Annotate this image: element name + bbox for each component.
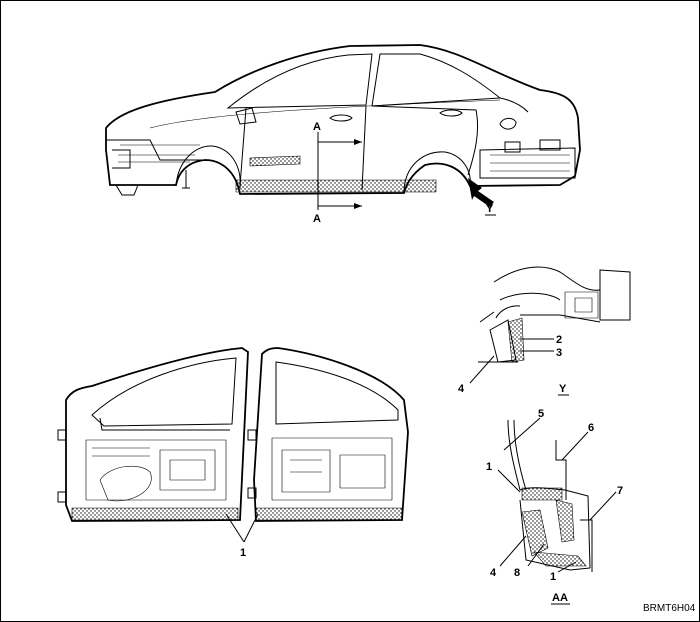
part-label-4-view-y: 4 xyxy=(458,383,465,395)
view-y-caption: Y xyxy=(559,383,567,395)
part-label-2: 2 xyxy=(556,334,562,346)
part-label-7: 7 xyxy=(617,485,623,497)
front-door xyxy=(57,347,249,522)
car-side-view xyxy=(105,44,581,210)
part-label-4-aa: 4 xyxy=(490,567,497,579)
view-y-arrow-label: Y xyxy=(486,203,494,215)
section-label-a-bottom: A xyxy=(313,213,321,225)
part-label-8: 8 xyxy=(514,567,520,579)
rear-door xyxy=(247,347,409,522)
part-label-1-aa-upper: 1 xyxy=(486,461,492,473)
part-label-1-aa-lower: 1 xyxy=(550,571,556,583)
view-y-detail xyxy=(469,266,631,384)
part-label-5: 5 xyxy=(538,408,544,420)
part-label-3: 3 xyxy=(556,347,562,359)
section-label-a-top: A xyxy=(313,121,321,133)
part-label-1-doors: 1 xyxy=(240,547,246,559)
figure-code: BRMT6H04 xyxy=(643,603,696,614)
section-aa-detail xyxy=(497,417,617,573)
part-label-6: 6 xyxy=(588,422,594,434)
view-aa-caption: AA xyxy=(552,592,568,604)
